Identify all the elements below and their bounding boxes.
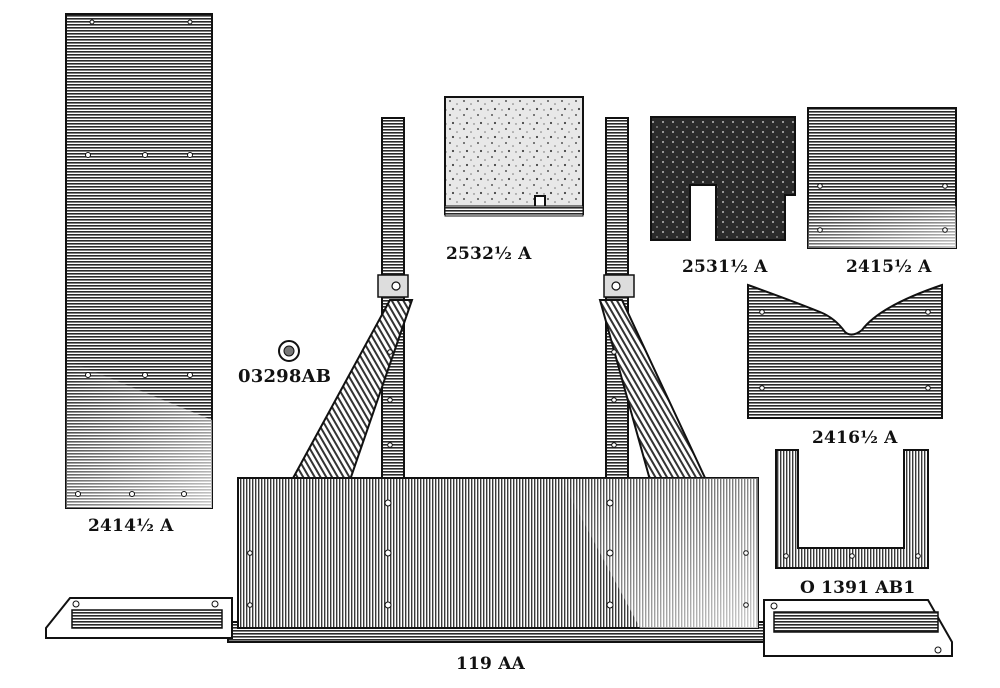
panel-2416-half-a [747,283,943,419]
part-label-119-aa: 119 AA [456,654,525,674]
block-2532-half-a [444,96,584,217]
grommet-03298ab [278,340,300,362]
part-label-o-1391-ab1: O 1391 AB1 [800,578,916,598]
u-bracket-o-1391-ab1 [775,449,929,569]
part-label-03298ab: 03298AB [238,366,332,387]
part-label-2415-half-a: 2415½ A [846,257,932,277]
part-label-2532-half-a: 2532½ A [446,244,532,264]
part-label-2414-half-a: 2414½ A [88,516,174,536]
part-label-2416-half-a: 2416½ A [812,428,898,448]
panel-2414-half-a [65,13,213,509]
left-upright-post [290,117,414,481]
frame-119-aa [45,477,953,657]
part-label-2531-half-a: 2531½ A [682,257,768,277]
panel-2415-half-a [807,107,957,249]
block-2531-half-a [650,116,796,241]
right-upright-post [598,117,708,481]
